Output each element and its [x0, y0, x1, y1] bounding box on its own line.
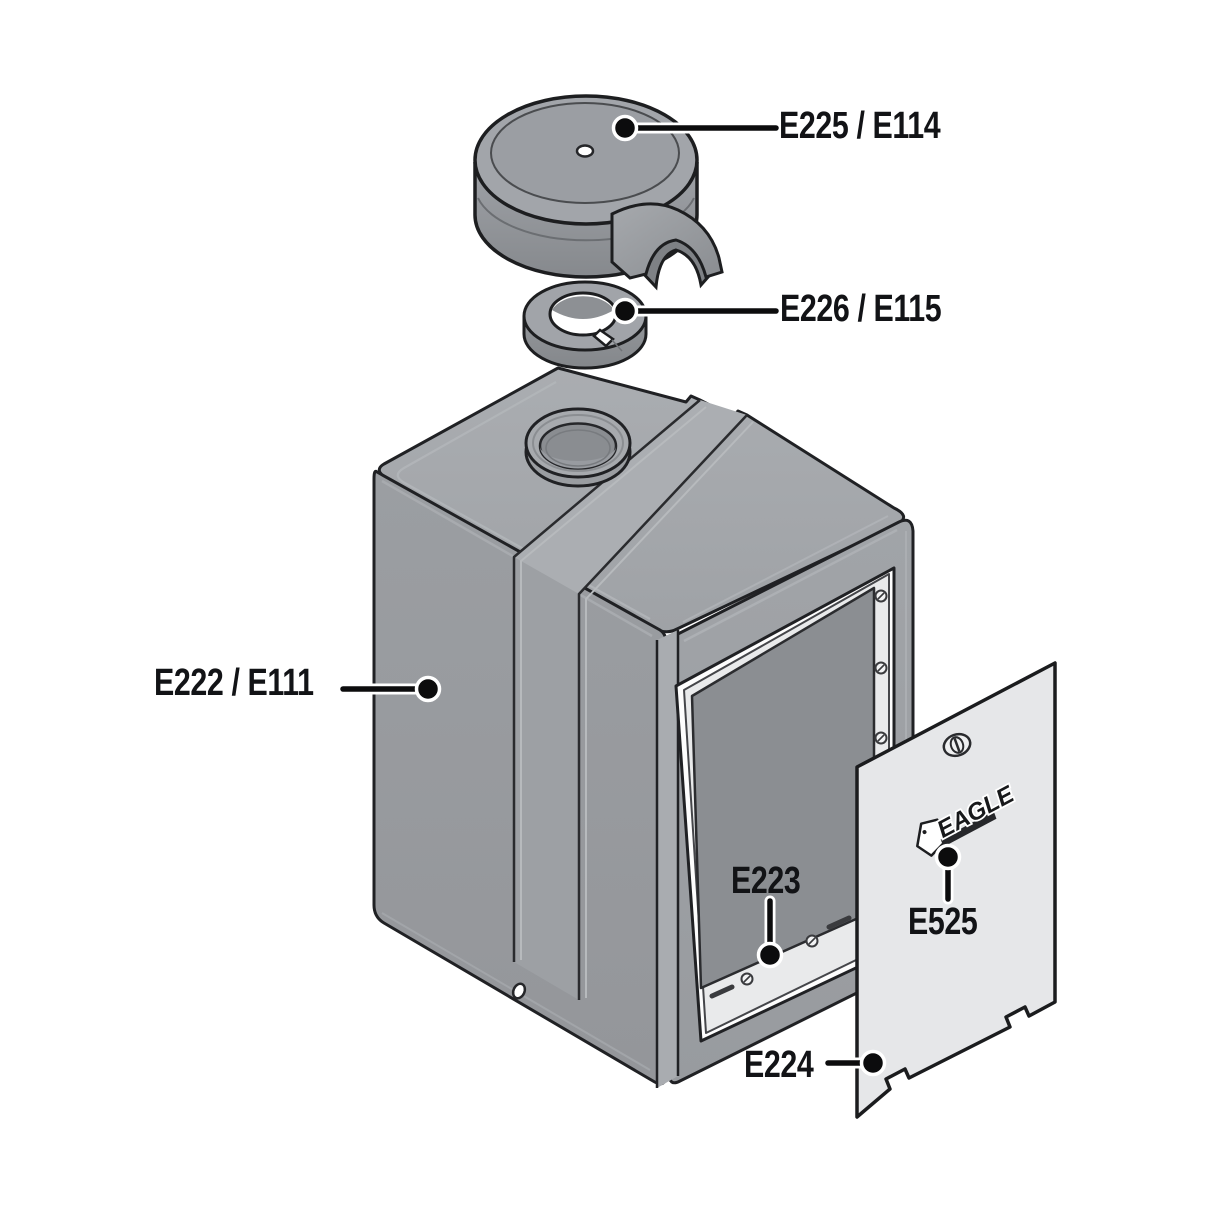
cap-hood: [610, 202, 724, 291]
cover-lock-screw: [942, 732, 972, 758]
eagle-head-icon: [916, 818, 947, 857]
raceway-band: [512, 399, 754, 1000]
conduit-collar: [524, 407, 632, 488]
label-enclosure-body: E222 / E111: [154, 662, 314, 704]
label-brand-logo: E525: [908, 901, 978, 943]
label-dome-cap: E225 / E114: [779, 105, 941, 147]
leader-dot-cover: [859, 1049, 887, 1077]
label-adapter-ring: E226 / E115: [780, 288, 942, 330]
leader-dot-backbox: [756, 941, 784, 969]
ring-keyway-notch: [592, 328, 615, 348]
leader-dot-logo: [934, 843, 962, 871]
adapter-ring: [522, 280, 648, 370]
rail-slots: [709, 915, 852, 999]
cap-center-hole: [575, 144, 595, 158]
rail-screws-bottom: [740, 934, 819, 986]
front-chamfer: [657, 630, 678, 1088]
back-box-frame: [674, 566, 896, 1043]
cover-plate: EAGLE: [855, 661, 1057, 1119]
leader-dot-ring: [611, 297, 639, 325]
label-cover-plate: E224: [744, 1044, 814, 1086]
leader-dot-cap: [611, 114, 639, 142]
rail-screws-right: [874, 589, 888, 745]
label-back-box-frame: E223: [731, 860, 801, 902]
leader-dot-enclosure: [414, 675, 442, 703]
dome-cap: [473, 94, 724, 291]
enclosure-body: [372, 366, 915, 1088]
leader-lines: [337, 114, 962, 1077]
mounting-hole: [511, 982, 527, 1000]
